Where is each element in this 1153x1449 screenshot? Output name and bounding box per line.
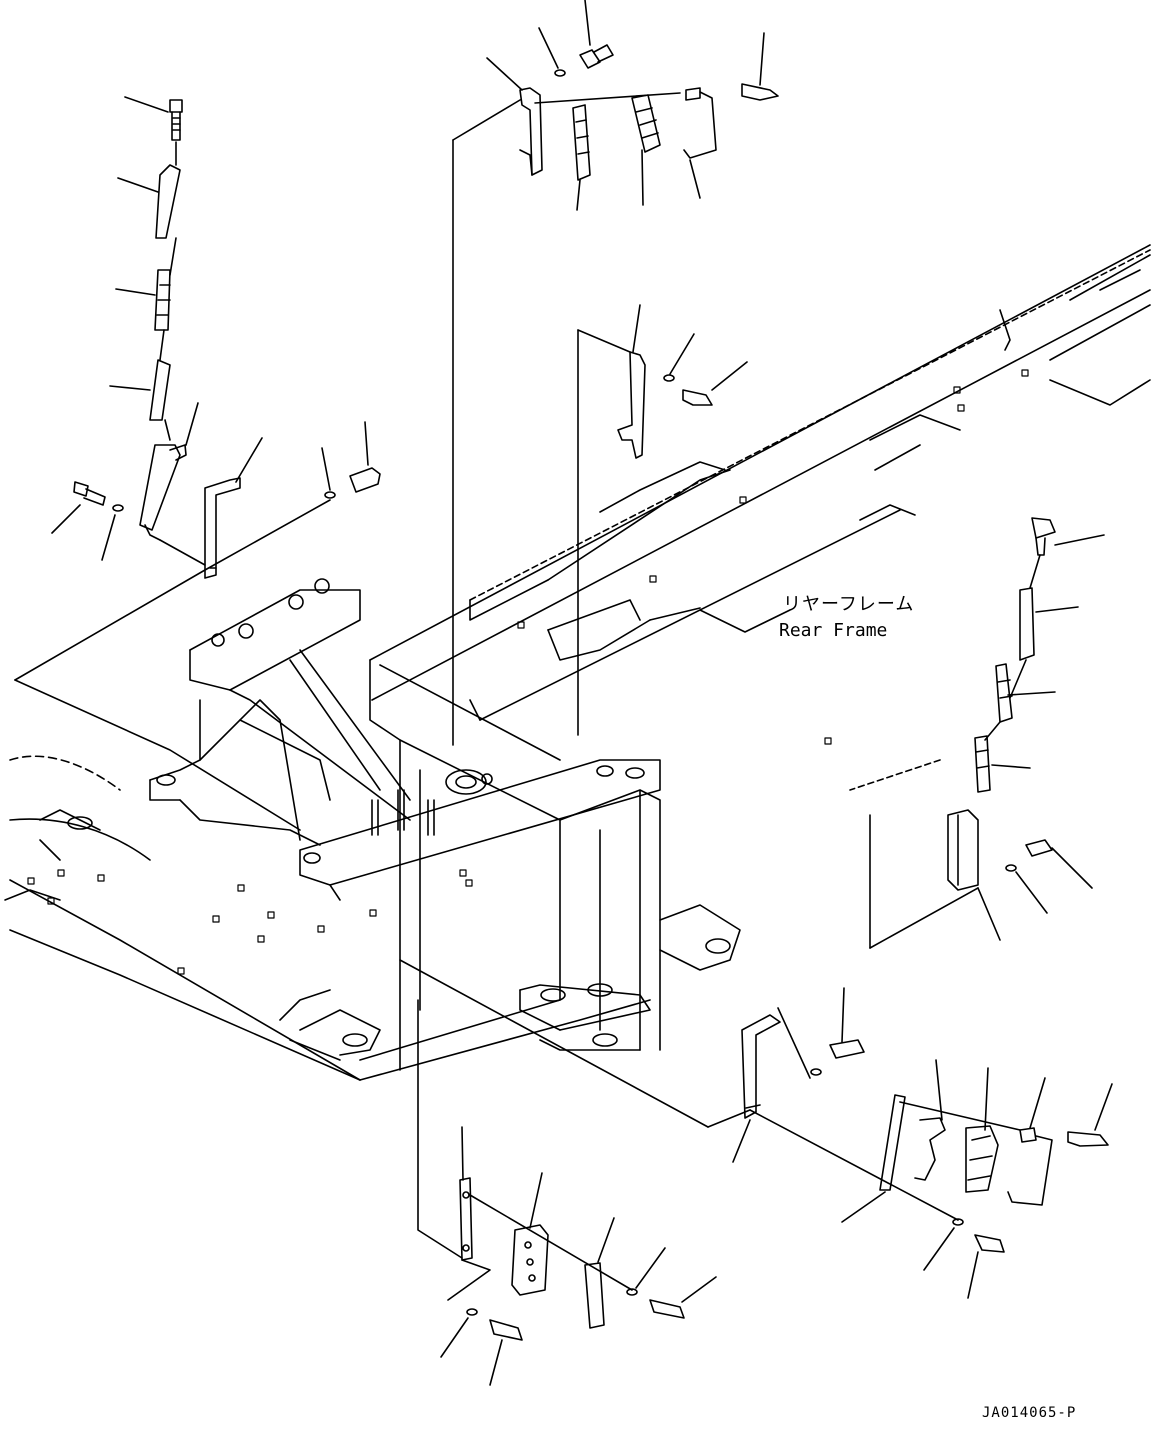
- clamp-assembly-mid-top: [577, 304, 748, 736]
- bracket-group-left: [14, 421, 381, 831]
- clamp-assembly-bottom-center: [417, 999, 717, 1386]
- rear-frame-label-english: Rear Frame: [779, 620, 888, 641]
- clamp-assembly-upper-left: [51, 96, 206, 566]
- front-frame-structure: [4, 369, 1029, 1081]
- clamp-assembly-top-center: [452, 0, 779, 746]
- rear-frame-label-japanese: リヤーフレーム: [783, 594, 915, 615]
- clamp-assembly-lower-right: [399, 959, 1113, 1299]
- frame-bolt-heads: [27, 369, 1029, 975]
- clamp-assembly-right: [849, 517, 1105, 949]
- drawing-number: JA014065-P: [982, 1405, 1077, 1421]
- rear-frame-beam: [369, 244, 1151, 721]
